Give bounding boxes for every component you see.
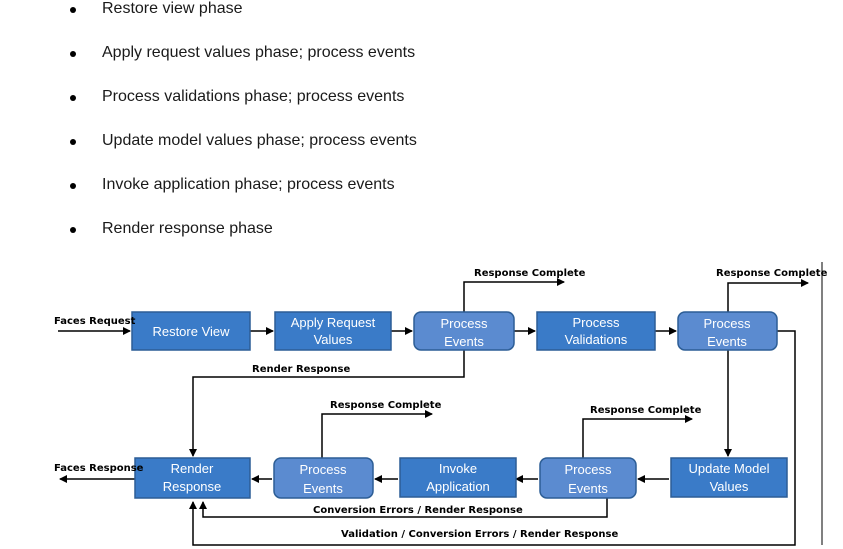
response-complete-label: Response Complete	[330, 400, 442, 411]
box-label: Values	[710, 479, 749, 494]
faces-request-label: Faces Request	[54, 316, 136, 327]
box-label: Values	[314, 332, 353, 347]
faces-response-label: Faces Response	[54, 463, 144, 474]
response-complete-label: Response Complete	[716, 268, 828, 279]
validation-errors-arrow	[189, 330, 796, 546]
bullet-icon	[70, 7, 76, 13]
box-label: Process	[573, 315, 620, 330]
box-label: Response	[163, 479, 222, 494]
bullet-icon	[70, 227, 76, 233]
conversion-errors-label: Conversion Errors / Render Response	[313, 505, 523, 516]
response-complete-arrow	[321, 410, 433, 458]
phase-label: Apply request values phase; process even…	[102, 44, 416, 61]
box-label: Process	[565, 462, 612, 477]
response-complete-arrow	[463, 278, 565, 312]
conversion-errors-arrow	[199, 498, 608, 518]
update-model-values-box: Update Model Values	[670, 457, 788, 498]
render-response-box: Render Response	[134, 457, 251, 499]
apply-request-values-box: Apply Request Values	[274, 311, 392, 351]
box-label: Render	[171, 461, 214, 476]
bullet-icon	[70, 139, 76, 145]
restore-view-box: Restore View	[131, 311, 251, 351]
process-events-box: Process Events	[539, 457, 637, 499]
phase-label: Process validations phase; process event…	[102, 88, 405, 105]
box-label: Restore View	[152, 324, 230, 339]
process-validations-box: Process Validations	[536, 311, 656, 351]
bullet-icon	[70, 95, 76, 101]
response-complete-label: Response Complete	[590, 405, 702, 416]
response-complete-arrow	[582, 415, 693, 458]
phase-label: Update model values phase; process event…	[102, 132, 417, 149]
phase-label: Render response phase	[102, 220, 273, 237]
box-label: Process	[300, 462, 347, 477]
box-label: Invoke	[439, 461, 477, 476]
box-label: Application	[426, 479, 490, 494]
box-label: Process	[441, 316, 488, 331]
box-label: Events	[707, 334, 747, 349]
bullet-icon	[70, 51, 76, 57]
box-label: Apply Request	[291, 315, 376, 330]
box-label: Update Model	[689, 461, 770, 476]
box-label: Events	[568, 481, 608, 496]
validation-errors-label: Validation / Conversion Errors / Render …	[341, 529, 618, 540]
render-response-label: Render Response	[252, 364, 350, 375]
invoke-application-box: Invoke Application	[399, 457, 517, 498]
phase-label: Restore view phase	[102, 0, 243, 17]
process-events-box: Process Events	[413, 311, 515, 351]
bullet-icon	[70, 183, 76, 189]
response-complete-arrow	[727, 279, 809, 312]
phase-label: Invoke application phase; process events	[102, 176, 395, 193]
process-events-box: Process Events	[273, 457, 374, 499]
process-events-box: Process Events	[677, 311, 778, 351]
response-complete-label: Response Complete	[474, 268, 586, 279]
render-response-arrow	[189, 350, 465, 457]
box-label: Validations	[565, 332, 628, 347]
box-label: Events	[444, 334, 484, 349]
box-label: Process	[704, 316, 751, 331]
box-label: Events	[303, 481, 343, 496]
